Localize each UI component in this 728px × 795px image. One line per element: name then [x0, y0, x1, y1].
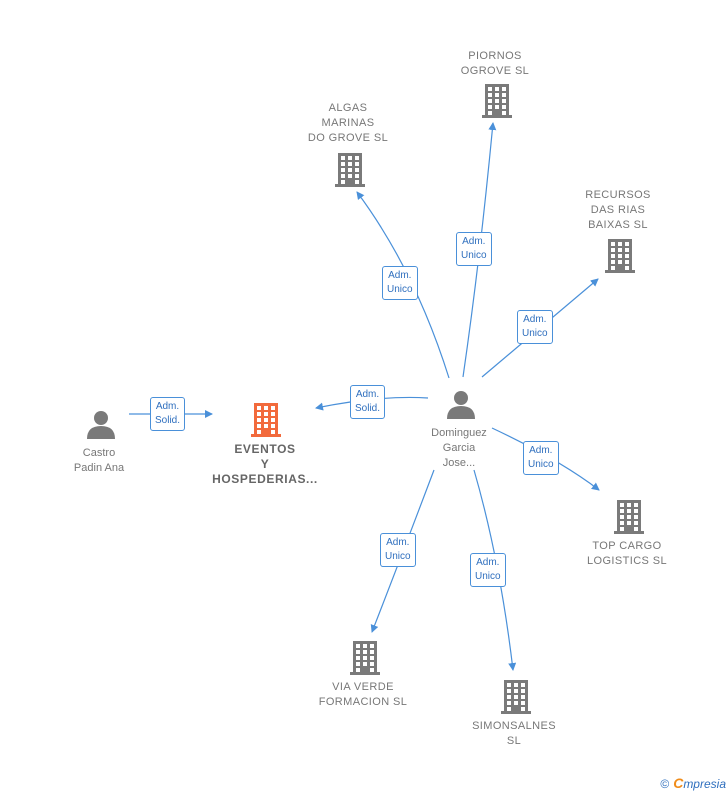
brand-name: mpresia: [683, 777, 726, 791]
node-label-eventos[interactable]: EVENTOS Y HOSPEDERIAS...: [212, 442, 318, 486]
edge-label-castro-to-eventos[interactable]: Adm. Solid.: [150, 397, 186, 431]
edge-label-dominguez-to-recursos[interactable]: Adm. Unico: [517, 310, 553, 344]
node-label-algas[interactable]: ALGAS MARINAS DO GROVE SL: [307, 102, 389, 144]
edge-label-dominguez-to-eventos[interactable]: Adm. Solid.: [350, 385, 386, 419]
building-icon-recursos[interactable]: [605, 239, 635, 273]
copyright-icon: ©: [660, 777, 670, 791]
edge-label-dominguez-to-algas[interactable]: Adm. Unico: [382, 266, 418, 300]
footer-brand: ©Cmpresia: [660, 775, 726, 791]
edge-label-dominguez-to-topcargo[interactable]: Adm. Unico: [523, 441, 559, 475]
building-icon-topcargo[interactable]: [614, 500, 644, 534]
node-label-dominguez[interactable]: Dominguez Garcia Jose...: [431, 427, 487, 469]
building-icon-algas[interactable]: [335, 153, 365, 187]
building-icon-simonsalnes[interactable]: [501, 680, 531, 714]
edge-label-dominguez-to-viaverde[interactable]: Adm. Unico: [380, 533, 416, 567]
node-label-viaverde[interactable]: VIA VERDE FORMACION SL: [318, 681, 408, 708]
node-label-recursos[interactable]: RECURSOS DAS RIAS BAIXAS SL: [585, 189, 651, 231]
node-label-piornos[interactable]: PIORNOS OGROVE SL: [460, 50, 530, 77]
node-label-topcargo[interactable]: TOP CARGO LOGISTICS SL: [587, 540, 667, 567]
node-label-castro[interactable]: Castro Padin Ana: [73, 447, 125, 474]
edge-label-dominguez-to-piornos[interactable]: Adm. Unico: [456, 232, 492, 266]
person-icon-castro[interactable]: [87, 411, 115, 439]
building-icon-piornos[interactable]: [482, 84, 512, 118]
building-icon-eventos[interactable]: [251, 403, 281, 437]
edge-label-dominguez-to-simonsalnes[interactable]: Adm. Unico: [470, 553, 506, 587]
building-icon-viaverde[interactable]: [350, 641, 380, 675]
person-icon-dominguez[interactable]: [447, 391, 475, 419]
node-label-simonsalnes[interactable]: SIMONSALNES SL: [472, 720, 556, 747]
brand-logo-letter: C: [673, 775, 684, 791]
